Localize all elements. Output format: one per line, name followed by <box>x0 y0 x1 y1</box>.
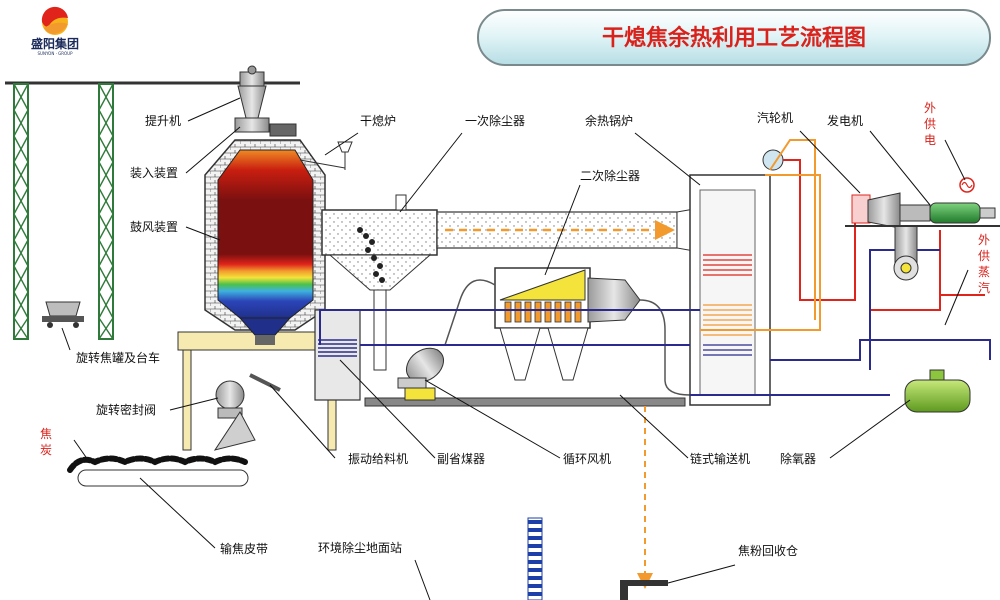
feeder-base-rail <box>364 387 686 407</box>
env-dust-chimney <box>527 517 543 600</box>
side-label-coke: 焦 炭 <box>40 427 52 457</box>
steam-turbine <box>851 192 919 281</box>
label-sub-economizer: 副省煤器 <box>437 452 485 466</box>
logo-name: 盛阳集团 <box>31 36 79 51</box>
label-vibrating-feeder: 振动给料机 <box>348 452 408 466</box>
label-hoist: 提升机 <box>145 113 181 128</box>
label-coke-powder-bin: 焦粉回收仓 <box>738 544 798 558</box>
secondary-dust-collector <box>494 267 641 381</box>
sub-economizer <box>314 309 361 401</box>
label-blower-device: 鼓风装置 <box>130 220 178 234</box>
charging-device <box>234 117 297 137</box>
label-waste-heat-boiler: 余热锅炉 <box>585 113 633 128</box>
label-circulating-fan: 循环风机 <box>563 452 611 466</box>
power-out-char-1: 外 <box>924 101 936 115</box>
equipment-labels: 提升机 装入装置 鼓风装置 干熄炉 一次除尘器 二次除尘器 余热锅炉 汽轮机 发… <box>76 110 863 558</box>
label-chain-conveyor: 链式输送机 <box>690 451 750 466</box>
gantry-tower-right <box>98 83 114 340</box>
label-charging-device: 装入装置 <box>130 166 178 180</box>
label-cdq-furnace: 干熄炉 <box>360 114 396 128</box>
coke-char-2: 炭 <box>40 443 52 457</box>
page-title: 干熄焦余热利用工艺流程图 <box>602 25 866 51</box>
label-primary-dust-collector: 一次除尘器 <box>465 113 525 128</box>
label-generator: 发电机 <box>827 113 863 128</box>
label-coke-belt: 输焦皮带 <box>220 541 268 556</box>
steam-out-char-3: 蒸 <box>978 265 990 279</box>
label-rotary-tank-trolley: 旋转焦罐及台车 <box>76 350 160 365</box>
steam-out-char-1: 外 <box>978 233 990 247</box>
title-banner: 干熄焦余热利用工艺流程图 <box>477 9 991 66</box>
power-out-char-2: 供 <box>924 117 936 131</box>
rotary-sealing-valve <box>213 373 281 451</box>
rotary-coke-tank-trolley <box>42 301 84 328</box>
furnace-top-nozzle <box>299 141 353 170</box>
circulating-gas-duct <box>444 279 691 396</box>
steam-out-char-2: 供 <box>978 249 990 263</box>
hot-gas-duct <box>436 207 701 253</box>
coke-char-1: 焦 <box>40 427 52 441</box>
side-label-steam-out: 外 供 蒸 汽 <box>978 233 990 295</box>
label-deaerator: 除氧器 <box>780 451 816 466</box>
coke-conveyor-belt <box>67 455 249 487</box>
power-output-icon <box>959 177 975 193</box>
power-out-char-3: 电 <box>924 133 936 147</box>
coke-powder-bin <box>620 580 668 600</box>
side-label-power-out: 外 供 电 <box>924 101 936 147</box>
steam-out-char-4: 汽 <box>978 280 990 295</box>
gantry-tower-left <box>13 83 29 340</box>
label-env-dust-station: 环境除尘地面站 <box>318 540 402 555</box>
label-rotary-sealing-valve: 旋转密封阀 <box>96 402 156 417</box>
leader-lines <box>61 97 969 600</box>
circulating-fan <box>397 347 445 389</box>
logo-tagline: SUNYON · GROUP <box>37 51 73 56</box>
deaerator <box>904 369 971 413</box>
company-logo: 盛阳集团 SUNYON · GROUP <box>31 6 79 56</box>
waste-heat-boiler <box>689 149 784 406</box>
generator <box>845 202 1000 227</box>
label-secondary-dust-collector: 二次除尘器 <box>580 168 640 183</box>
cdq-furnace <box>204 139 326 345</box>
label-steam-turbine: 汽轮机 <box>757 110 793 125</box>
sunburst-logo-icon <box>41 6 68 35</box>
hoist <box>237 65 267 119</box>
title-banner-frame <box>477 9 991 66</box>
